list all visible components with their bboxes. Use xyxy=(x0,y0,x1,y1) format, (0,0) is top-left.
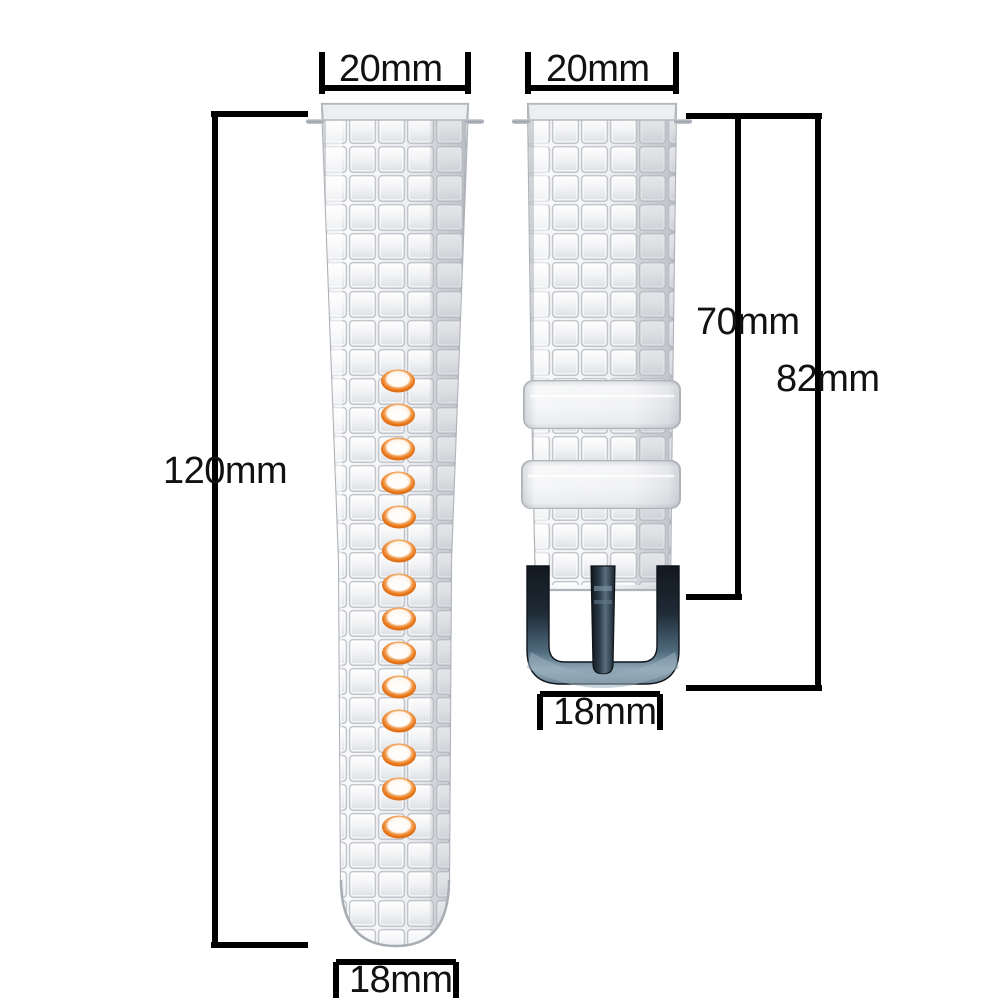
right-lug-bar xyxy=(527,103,677,121)
keeper-loop-2 xyxy=(521,460,681,509)
right-strap-half xyxy=(512,102,692,592)
buckle-tongue-highlight-2 xyxy=(594,600,612,604)
dim-label-top-right-width: 20mm xyxy=(546,48,650,90)
buckle-tongue xyxy=(590,565,616,675)
dim-label-buckle-width: 18mm xyxy=(553,691,657,733)
right-strap-texture xyxy=(528,104,676,585)
dim-label-tail-width: 18mm xyxy=(349,959,453,1000)
dim-label-top-left-width: 20mm xyxy=(339,48,443,90)
hole-8 xyxy=(382,607,416,631)
dim-bracket-right-inner xyxy=(686,113,742,600)
buckle-tongue-highlight-1 xyxy=(594,586,612,591)
left-strap-tail-edge xyxy=(339,879,451,948)
hole-12 xyxy=(382,743,416,767)
pin-buckle xyxy=(526,565,680,688)
dim-bracket-top-right xyxy=(525,52,679,94)
hole-14 xyxy=(382,815,416,839)
spring-bar-pin-left-outer xyxy=(306,119,324,124)
dim-bracket-top-left xyxy=(319,52,471,94)
dim-bracket-right-total xyxy=(686,113,822,691)
hole-5 xyxy=(382,505,416,529)
spring-bar-pin-right-outer xyxy=(512,119,530,124)
spring-bar-pin-left-inner xyxy=(466,119,484,124)
hole-3 xyxy=(381,437,415,461)
hole-2 xyxy=(381,403,415,427)
dim-bracket-buckle-width xyxy=(537,691,663,730)
hole-11 xyxy=(382,709,416,733)
hole-9 xyxy=(382,641,416,665)
hole-6 xyxy=(382,539,416,563)
hole-4 xyxy=(381,471,415,495)
dim-label-right-total-length: 82mm xyxy=(776,358,880,400)
hole-7 xyxy=(382,573,416,597)
left-strap-half xyxy=(306,102,484,948)
spring-bar-pin-right-inner xyxy=(674,119,692,124)
dimension-lines xyxy=(211,52,822,998)
left-lug-bar xyxy=(321,103,469,121)
adjustment-holes xyxy=(381,369,416,839)
hole-10 xyxy=(382,675,416,699)
buckle-base-sheen xyxy=(527,652,679,688)
dim-label-left-length: 120mm xyxy=(163,450,288,492)
dim-label-right-inner-length: 70mm xyxy=(696,301,800,343)
keeper-loop-1 xyxy=(523,380,681,429)
hole-1 xyxy=(381,369,415,393)
hole-13 xyxy=(382,777,416,801)
dim-bracket-tail-width xyxy=(333,959,459,998)
dim-bracket-left-length xyxy=(211,111,308,948)
